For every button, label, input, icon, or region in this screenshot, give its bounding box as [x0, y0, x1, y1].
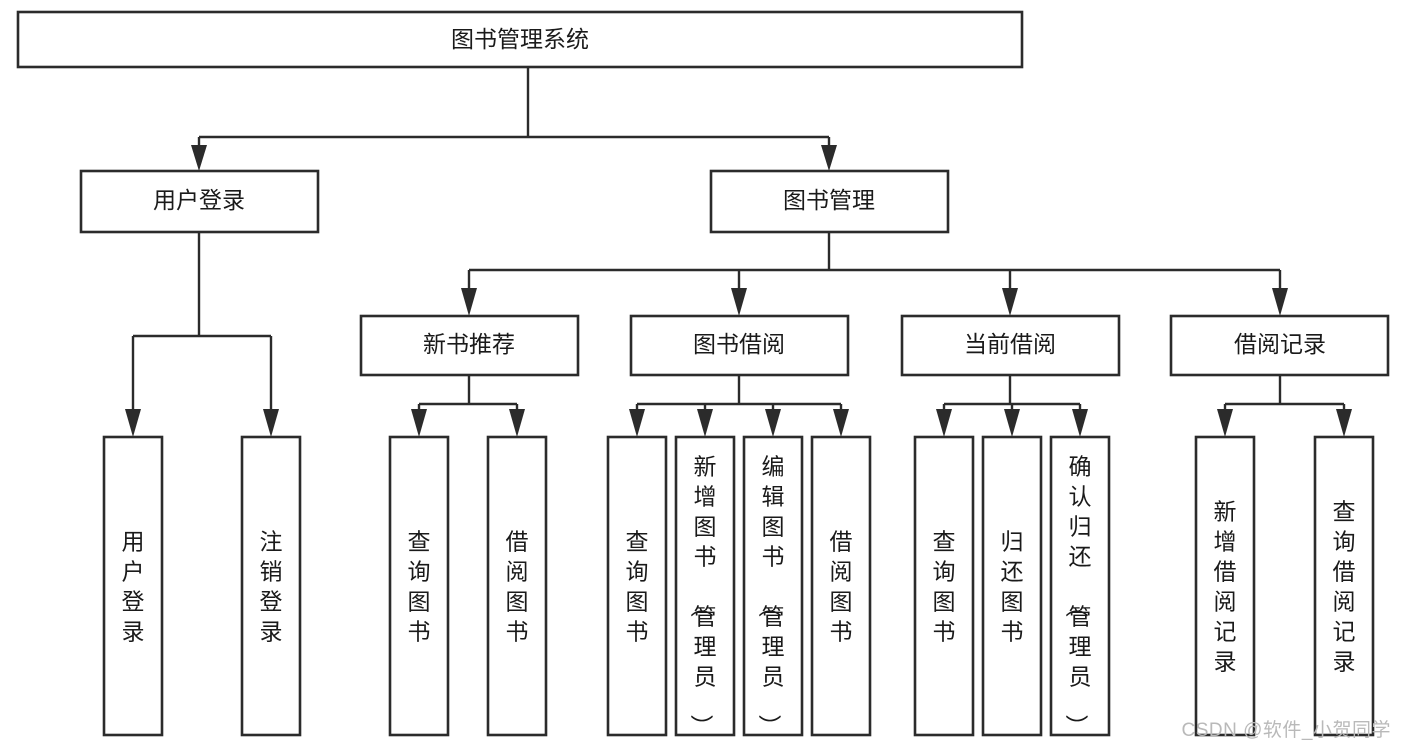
leaf-edit-book-admin[interactable]: 编辑图书（管理员）	[742, 435, 804, 737]
node-current-borrow-label: 当前借阅	[964, 331, 1056, 357]
node-user-login[interactable]: 用户登录	[79, 169, 320, 234]
arrow-root-to-book-mgmt	[821, 145, 837, 171]
leaf-add-book-admin-box[interactable]	[674, 435, 736, 737]
csdn-watermark: CSDN @软件_小贺同学	[1181, 720, 1391, 741]
node-root-system-box[interactable]	[16, 10, 1024, 69]
arrow-to-leaf-return-book	[1004, 409, 1020, 437]
arrow-to-leaf-query-book-3	[936, 409, 952, 437]
leaf-confirm-return-admin[interactable]: 确认归还（管理员）	[1049, 435, 1111, 737]
arrow-to-leaf-query-book-2	[629, 409, 645, 437]
node-root-system-label: 图书管理系统	[451, 26, 589, 52]
leaf-add-borrow-record-label: 新增借阅记录	[1214, 498, 1237, 674]
node-new-book-recommend[interactable]: 新书推荐	[359, 314, 580, 377]
leaf-add-borrow-record-box[interactable]	[1194, 435, 1256, 737]
arrow-to-book-borrow	[731, 288, 747, 316]
leaf-logout-label: 注销登录	[260, 528, 283, 644]
leaf-borrow-book-newbook-box[interactable]	[486, 435, 548, 737]
leaf-borrow-book-borrow-label: 借阅图书	[830, 528, 853, 644]
arrow-to-leaf-edit-book	[765, 409, 781, 437]
arrow-to-leaf-confirm-return	[1072, 409, 1088, 437]
leaf-confirm-return-admin-label: 确认归还（管理员）	[1064, 453, 1092, 737]
leaf-edit-book-admin-label: 编辑图书（管理员）	[757, 453, 785, 737]
leaf-borrow-book-newbook[interactable]: 借阅图书	[486, 435, 548, 737]
node-book-borrow[interactable]: 图书借阅	[629, 314, 850, 377]
leaf-user-login[interactable]: 用户登录	[102, 435, 164, 737]
arrow-to-leaf-user-login	[125, 409, 141, 437]
node-new-book-recommend-box[interactable]	[359, 314, 580, 377]
leaf-borrow-book-borrow-box[interactable]	[810, 435, 872, 737]
leaf-query-book-current-label: 查询图书	[933, 528, 956, 644]
leaf-query-book-borrow-box[interactable]	[606, 435, 668, 737]
arrow-root-to-user-login	[191, 145, 207, 171]
leaf-query-book-newbook[interactable]: 查询图书	[388, 435, 450, 737]
arrow-to-leaf-query-book-1	[411, 409, 427, 437]
arrow-to-leaf-add-book	[697, 409, 713, 437]
arrow-to-leaf-borrow-book-2	[833, 409, 849, 437]
arrow-to-leaf-borrow-book-1	[509, 409, 525, 437]
leaf-return-book-label: 归还图书	[1001, 528, 1024, 644]
leaf-edit-book-admin-box[interactable]	[742, 435, 804, 737]
node-borrow-record-box[interactable]	[1169, 314, 1390, 377]
leaf-query-book-borrow-label: 查询图书	[626, 528, 649, 644]
leaf-query-book-borrow[interactable]: 查询图书	[606, 435, 668, 737]
leaf-query-borrow-record[interactable]: 查询借阅记录	[1313, 435, 1375, 737]
node-borrow-record[interactable]: 借阅记录	[1169, 314, 1390, 377]
node-book-management-label: 图书管理	[783, 187, 875, 213]
node-borrow-record-label: 借阅记录	[1234, 331, 1326, 357]
arrow-to-borrow-record	[1272, 288, 1288, 316]
leaf-add-book-admin[interactable]: 新增图书（管理员）	[674, 435, 736, 737]
node-user-login-box[interactable]	[79, 169, 320, 234]
leaf-logout-box[interactable]	[240, 435, 302, 737]
node-current-borrow[interactable]: 当前借阅	[900, 314, 1121, 377]
leaf-user-login-box[interactable]	[102, 435, 164, 737]
arrow-to-leaf-logout	[263, 409, 279, 437]
leaf-borrow-book-newbook-label: 借阅图书	[506, 528, 529, 644]
connector-layer	[125, 67, 1352, 437]
arrow-to-leaf-query-record	[1336, 409, 1352, 437]
node-root-system[interactable]: 图书管理系统	[16, 10, 1024, 69]
leaf-add-borrow-record[interactable]: 新增借阅记录	[1194, 435, 1256, 737]
leaf-query-borrow-record-box[interactable]	[1313, 435, 1375, 737]
leaf-logout[interactable]: 注销登录	[240, 435, 302, 737]
leaf-add-book-admin-label: 新增图书（管理员）	[689, 453, 717, 737]
leaf-confirm-return-admin-box[interactable]	[1049, 435, 1111, 737]
node-book-management[interactable]: 图书管理	[709, 169, 950, 234]
leaf-user-login-label: 用户登录	[122, 528, 145, 644]
leaf-return-book-box[interactable]	[981, 435, 1043, 737]
arrow-to-leaf-add-record	[1217, 409, 1233, 437]
node-book-management-box[interactable]	[709, 169, 950, 234]
node-book-borrow-label: 图书借阅	[693, 331, 785, 357]
node-new-book-recommend-label: 新书推荐	[423, 331, 515, 357]
arrow-to-new-book-recommend	[461, 288, 477, 316]
leaf-borrow-book-borrow[interactable]: 借阅图书	[810, 435, 872, 737]
node-current-borrow-box[interactable]	[900, 314, 1121, 377]
leaf-query-book-newbook-box[interactable]	[388, 435, 450, 737]
leaf-query-book-current[interactable]: 查询图书	[913, 435, 975, 737]
node-user-login-label: 用户登录	[153, 187, 245, 213]
leaf-query-book-current-box[interactable]	[913, 435, 975, 737]
leaf-return-book[interactable]: 归还图书	[981, 435, 1043, 737]
arrow-to-current-borrow	[1002, 288, 1018, 316]
node-book-borrow-box[interactable]	[629, 314, 850, 377]
leaf-query-book-newbook-label: 查询图书	[408, 528, 431, 644]
leaf-query-borrow-record-label: 查询借阅记录	[1333, 498, 1356, 674]
